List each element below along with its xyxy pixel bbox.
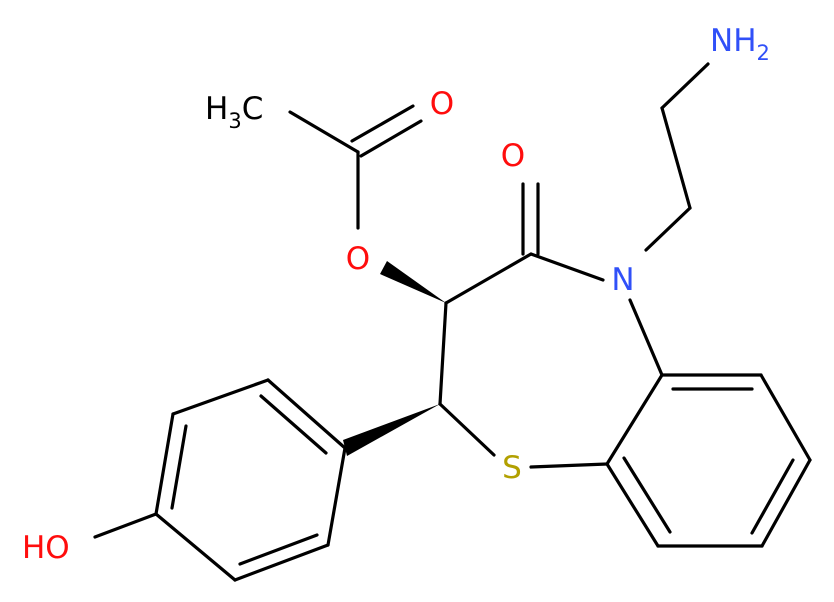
bond-s-c9a [529, 462, 609, 469]
bond-phenol-1 [266, 378, 347, 450]
bond-benzo-3-inner [750, 458, 795, 535]
bond-ch3-carbonyl [288, 110, 360, 154]
bond-phenol-4 [154, 512, 237, 582]
bond-benzo-6 [605, 373, 664, 466]
bond-phenol-3-inner [170, 424, 188, 510]
bond-ch2b-nh2 [660, 62, 710, 110]
atom-o-lactam: O [501, 138, 525, 174]
atom-n-ring: N [611, 262, 634, 298]
wedge-bond-c3-o [380, 261, 446, 303]
bond-n-ch2a [644, 206, 692, 252]
atom-ch3: H3C [205, 91, 263, 133]
bond-c4-n [529, 252, 605, 282]
bond-benzo-3 [760, 458, 812, 548]
bond-benzo-5-inner [622, 456, 672, 534]
bond-c3-c2 [438, 301, 448, 406]
bonds [93, 62, 812, 582]
atom-oh: HO [22, 530, 70, 566]
bond-benzo-2 [759, 373, 812, 462]
bond-phenol-1-inner [259, 394, 328, 455]
bond-ester-carbonyl-double-a [350, 104, 415, 143]
bond-phenol-2 [171, 378, 270, 416]
bond-phenol-6 [326, 446, 347, 547]
bond-phenol-oh [93, 512, 158, 539]
atom-o-ester-carbonyl: O [430, 86, 454, 122]
bond-phenol-5-inner [238, 533, 319, 566]
bond-phenol-5 [233, 543, 330, 582]
bond-c3-c4 [444, 252, 533, 305]
bond-ch2a-ch2b [660, 106, 692, 210]
atom-s-ring: S [502, 450, 522, 486]
bond-c2-s [438, 402, 496, 457]
wedge-bond-c2-phenyl [343, 404, 440, 456]
atom-o-ester: O [346, 241, 370, 277]
bond-phenol-3 [154, 412, 175, 516]
bond-benzo-5 [605, 462, 660, 548]
bond-ester-carbonyl-double-b [359, 119, 423, 158]
atom-nh2: NH2 [710, 23, 770, 65]
atom-labels: H3C O O O NH2 N S HO [22, 23, 770, 566]
bond-n-c5a [628, 298, 664, 377]
